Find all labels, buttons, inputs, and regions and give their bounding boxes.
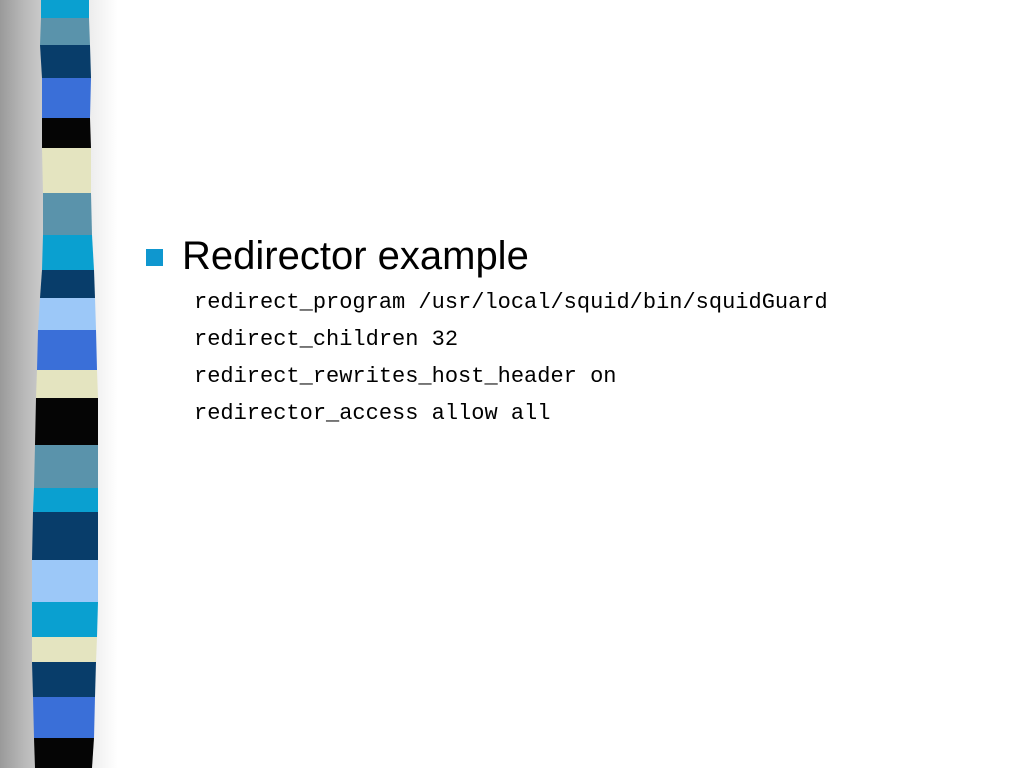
code-line: redirector_access allow all xyxy=(194,401,551,426)
strip-block xyxy=(42,235,94,270)
strip-block xyxy=(32,512,98,560)
bullet-square-icon xyxy=(146,249,163,266)
code-block: redirect_program /usr/local/squid/bin/sq… xyxy=(194,288,828,436)
strip-block xyxy=(33,697,95,738)
strip-block xyxy=(32,560,98,602)
strip-block xyxy=(40,45,91,78)
code-line: redirect_program /usr/local/squid/bin/sq… xyxy=(194,290,828,315)
strip-block xyxy=(42,148,91,193)
code-line: redirect_children 32 xyxy=(194,327,459,352)
strip-block xyxy=(36,370,98,398)
strip-block xyxy=(34,445,98,488)
strip-block xyxy=(42,118,91,148)
strip-block xyxy=(38,298,96,330)
strip-block xyxy=(33,488,98,512)
strip-block xyxy=(40,270,95,298)
decorative-strip xyxy=(32,0,98,768)
strip-block xyxy=(32,662,96,697)
slide-heading: Redirector example xyxy=(182,234,529,278)
strip-block xyxy=(41,0,89,18)
bullet-item: Redirector example xyxy=(146,232,529,280)
strip-block xyxy=(32,602,98,637)
strip-block xyxy=(32,637,97,662)
code-line: redirect_rewrites_host_header on xyxy=(194,364,617,389)
strip-block xyxy=(40,18,90,45)
strip-block xyxy=(35,398,98,445)
strip-block xyxy=(43,193,92,235)
strip-block xyxy=(34,738,94,768)
strip-block xyxy=(37,330,97,370)
strip-block xyxy=(42,78,91,118)
